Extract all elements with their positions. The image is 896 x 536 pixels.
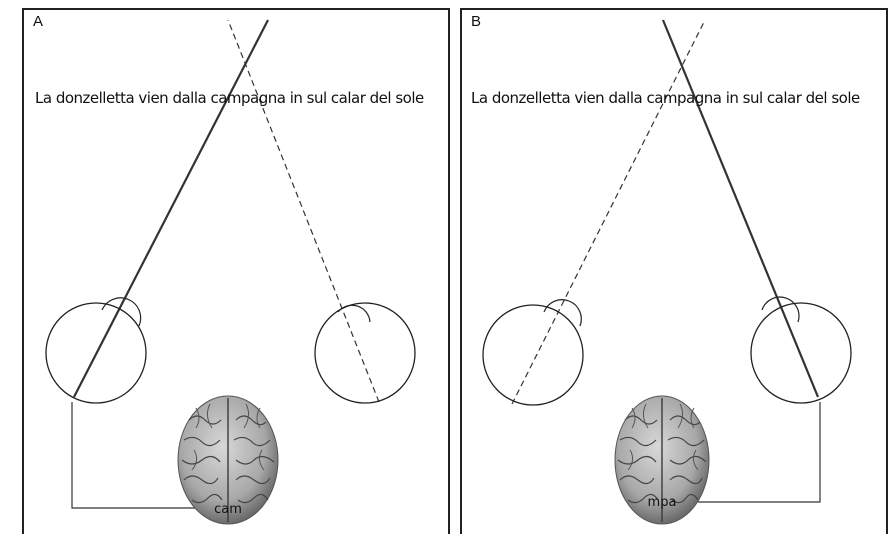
panel-b: mpa B La donzelletta vien dalla campagna… — [460, 8, 888, 534]
sentence-text: La donzelletta vien dalla campagna in su… — [471, 89, 860, 107]
panel-letter: A — [33, 13, 43, 30]
left-eye-icon — [483, 300, 583, 405]
right-eye-pathway — [698, 402, 820, 502]
right-eye-icon — [751, 297, 851, 403]
brain-word-label: cam — [214, 502, 242, 517]
sentence-text: La donzelletta vien dalla campagna in su… — [35, 89, 424, 107]
panel-a: cam A La donzelletta vien dalla campagna… — [22, 8, 450, 534]
brain-icon: cam — [178, 396, 278, 524]
left-eye-pathway — [72, 402, 196, 508]
right-eye-gaze-line — [228, 20, 379, 402]
right-eye-icon — [315, 303, 415, 403]
brain-icon: mpa — [615, 396, 709, 524]
left-eye-gaze-line — [512, 20, 705, 404]
brain-word-label: mpa — [648, 495, 677, 510]
left-eye-icon — [46, 298, 146, 403]
panel-letter: B — [471, 13, 481, 30]
left-eye-gaze-line — [74, 20, 268, 397]
right-eye-gaze-line — [663, 20, 818, 397]
